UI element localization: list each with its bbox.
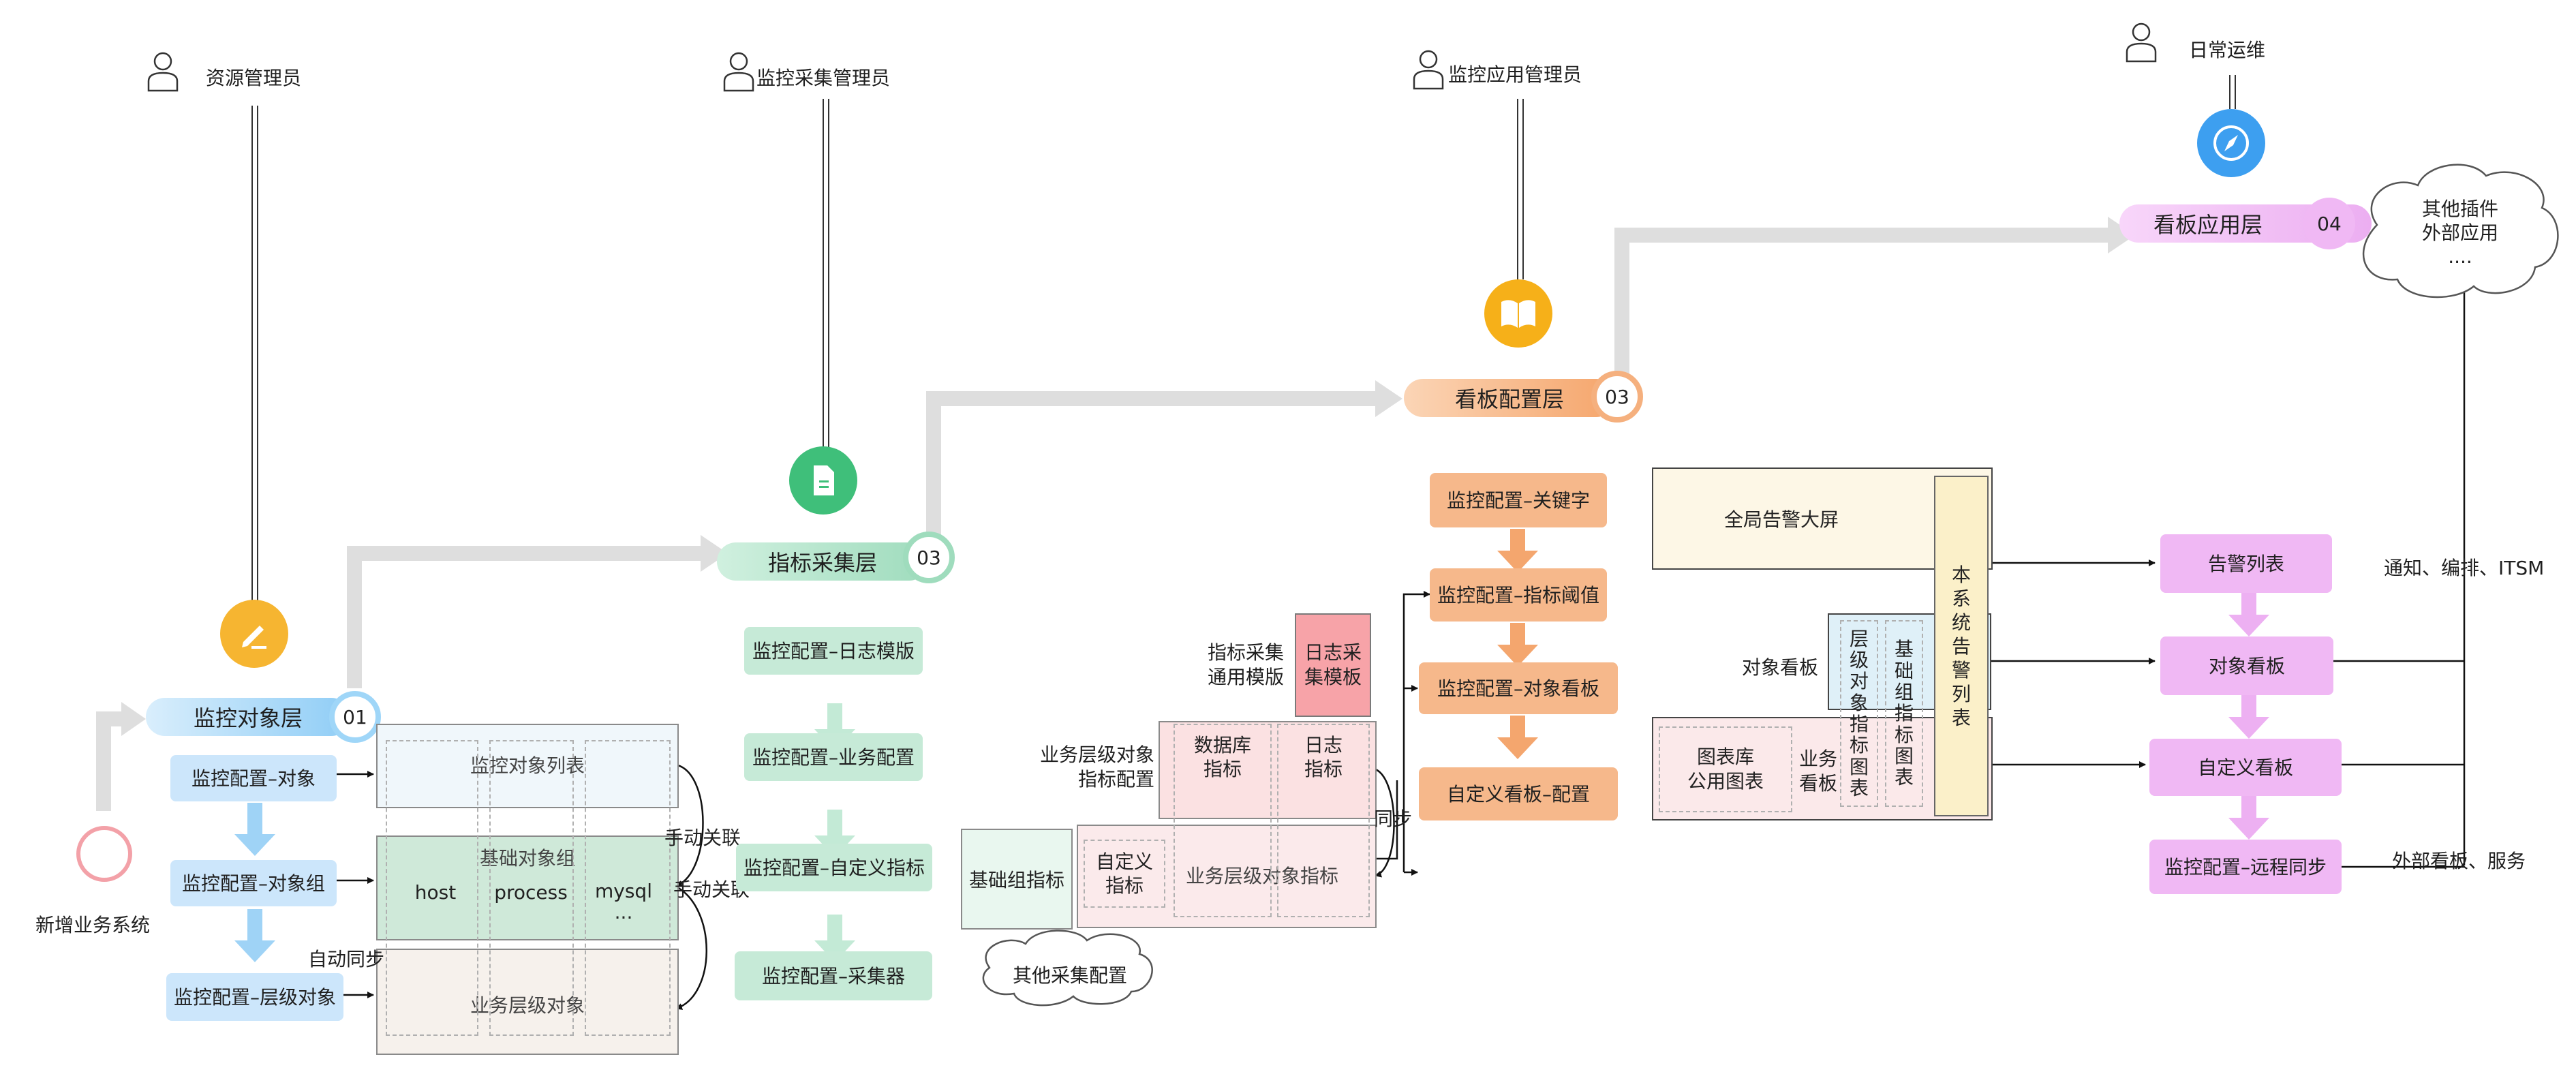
app-step-arrows (2228, 593, 2269, 840)
role-collect-admin: 监控采集管理员 (756, 67, 891, 89)
column-host (386, 740, 478, 1036)
output-cloud-shape (2362, 164, 2559, 298)
thin-lines (1374, 660, 2464, 868)
auto-sync-label: 自动同步 (308, 948, 385, 970)
output-cloud: 其他插件 外部应用 .... (2421, 197, 2498, 268)
alarm-list-column: 本 系 统 告 警 列 表 (1934, 476, 1989, 816)
biz-metric-title: 业务层级对象指标 (1185, 865, 1338, 887)
column-process (489, 740, 574, 1036)
layer-collect-number: 03 (903, 532, 955, 583)
log-template-label: 指标采集 通用模版 (1208, 641, 1285, 689)
app-step-custom-board: 自定义看板 (2149, 739, 2342, 796)
object-step-1: 监控配置–对象 (170, 755, 337, 801)
object-step-2: 监控配置–对象组 (170, 860, 337, 906)
pencil-icon (220, 600, 288, 668)
person-icon (1412, 49, 1445, 93)
object-step-arrows (234, 803, 275, 962)
app-step-remote-sync: 监控配置–远程同步 (2149, 840, 2342, 894)
base-group-panel: 基础对象组 host process mysql ... (376, 835, 679, 940)
group-item-host: host (414, 880, 457, 904)
dashboard-step-2: 监控配置–指标阈值 (1430, 568, 1607, 622)
object-list-title: 监控对象列表 (470, 754, 585, 777)
hier-object-title: 业务层级对象 (470, 994, 585, 1017)
object-board-label: 对象看板 (1742, 656, 1819, 679)
group-item-mysql: mysql ... (595, 880, 652, 923)
db-metric-column: 数据库 指标 (1174, 724, 1272, 917)
app-step-alarm-list: 告警列表 (2160, 534, 2332, 593)
start-label: 新增业务系统 (35, 914, 151, 936)
role-resource-admin: 资源管理员 (206, 67, 302, 89)
book-icon (1484, 279, 1552, 348)
layer-collect: 指标采集层 (717, 542, 928, 581)
metric-top-panel (1159, 721, 1377, 819)
document-icon (789, 446, 857, 515)
collect-step-4: 监控配置–采集器 (735, 951, 932, 1000)
base-metric-box: 基础组指标 (961, 829, 1073, 930)
biz-config-label: 业务层级对象 指标配置 (1040, 743, 1155, 791)
manual-link-label-1: 手动关联 (664, 827, 741, 849)
app-step-object-board: 对象看板 (2160, 636, 2333, 695)
group-item-process: process (494, 880, 568, 904)
collect-step-1: 监控配置–日志模版 (744, 627, 923, 675)
log-metric-column: 日志 指标 (1277, 724, 1370, 917)
layer-flow-path (96, 228, 2109, 811)
collect-step-3: 监控配置–自定义指标 (736, 844, 932, 891)
collect-step-2: 监控配置–业务配置 (744, 733, 923, 781)
layer-app-number: 04 (2303, 198, 2355, 249)
layer-dashboard: 看板配置层 (1404, 379, 1615, 417)
person-icon (722, 51, 755, 95)
metric-bottom-panel: 业务层级对象指标 (1077, 825, 1377, 928)
dashboard-step-1: 监控配置–关键字 (1430, 473, 1607, 527)
hier-chart-column: 层 级 对 象 指 标 图 表 (1840, 620, 1878, 807)
person-icon (2125, 22, 2158, 65)
object-list-panel: 监控对象列表 (376, 724, 679, 808)
collect-cloud-shape (982, 930, 1153, 1007)
compass-icon (2197, 109, 2265, 177)
base-chart-column: 基 础 组 指 标 图 表 (1885, 620, 1923, 807)
sync-label: 同步 (1374, 808, 1413, 830)
dashboard-step-4: 自定义看板–配置 (1419, 767, 1618, 820)
role-app-admin: 监控应用管理员 (1448, 63, 1582, 86)
custom-metric-box: 自定义 指标 (1084, 840, 1165, 908)
layer-object-number: 01 (329, 691, 381, 743)
chart-lib-box: 图表库 公用图表 (1659, 726, 1792, 812)
start-node (76, 826, 132, 882)
biz-board-label: 业务 看板 (1799, 748, 1838, 795)
hier-object-panel: 业务层级对象 (376, 949, 679, 1055)
dashboard-step-3: 监控配置–对象看板 (1419, 662, 1618, 714)
person-icon (147, 51, 179, 95)
dashboard-step-arrows (1497, 529, 1538, 759)
column-mysql (585, 740, 671, 1036)
role-daily-ops: 日常运维 (2189, 39, 2266, 61)
external-label: 外部看板、服务 (2392, 850, 2526, 872)
log-template-box: 日志采 集模板 (1295, 613, 1371, 717)
other-collect-cloud: 其他采集配置 (1012, 964, 1127, 987)
object-step-3: 监控配置–层级对象 (166, 973, 343, 1021)
notify-label: 通知、编排、ITSM (2384, 557, 2545, 579)
layer-dashboard-number: 03 (1591, 371, 1643, 423)
role-lines (251, 75, 2236, 617)
layer-flow-arrowheads (121, 217, 2135, 736)
base-group-title: 基础对象组 (479, 847, 575, 870)
layer-object: 监控对象层 (146, 698, 350, 736)
